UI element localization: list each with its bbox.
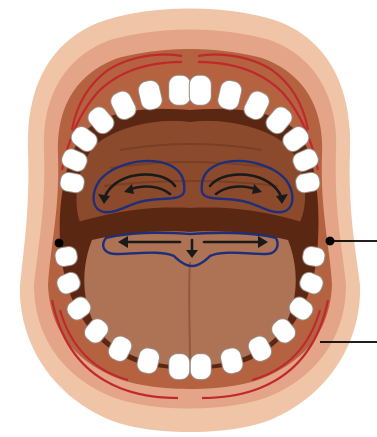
upper-tooth-right-1 [189,75,211,105]
lower-tooth-left-1 [169,354,190,380]
lower-tooth-right-1 [190,354,211,380]
upper-tooth-left-1 [169,75,191,105]
marker-dot-left [55,239,64,248]
tongue-midline [189,262,190,362]
